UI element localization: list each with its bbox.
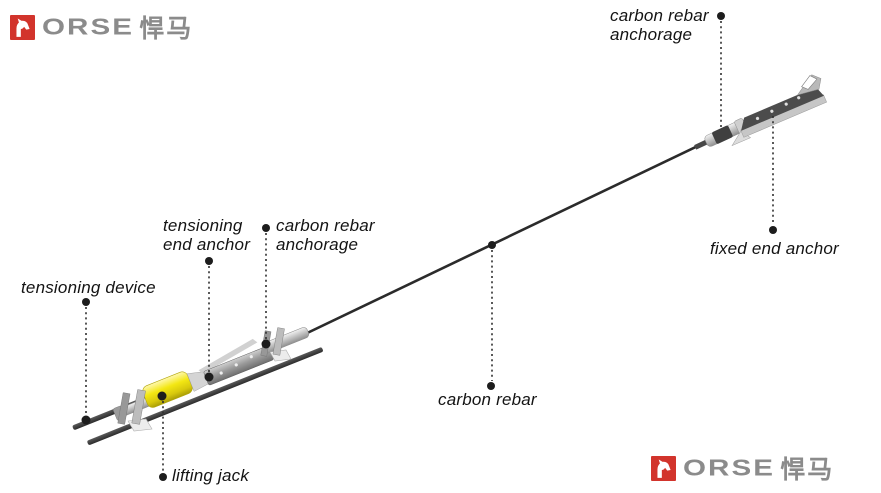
label-line: carbon rebar (276, 216, 375, 235)
label-line: anchorage (610, 25, 693, 44)
horse-head-icon (10, 14, 35, 40)
label-line: anchorage (276, 235, 359, 254)
rail-lower (87, 347, 323, 445)
label-tensioning-end-anchor: tensioning end anchor (163, 216, 250, 254)
label-line: tensioning (163, 216, 243, 235)
leader-carbon-rebar-anchorage-top (717, 12, 725, 129)
leader-carbon-rebar (487, 241, 496, 390)
label-carbon-rebar: carbon rebar (438, 390, 537, 409)
horse-head-icon (651, 455, 676, 481)
carbon-rebar-rod (254, 119, 751, 360)
bolt-dot (249, 355, 253, 359)
label-line: carbon rebar (610, 6, 709, 25)
label-lifting-jack: lifting jack (172, 466, 250, 485)
bolt-dot (797, 96, 801, 100)
cross-support-left (117, 389, 153, 432)
anchor-top-face (741, 87, 824, 131)
bolt-dot (755, 116, 760, 121)
leader-carbon-rebar-anchorage-left (261, 224, 271, 349)
brand-logo-bottom-right: ORSE 悍马 (651, 454, 834, 484)
leader-tensioning-device (81, 298, 91, 425)
pull-rod (198, 338, 258, 374)
anchor-upturn-window (801, 75, 818, 90)
bolt-dot (784, 102, 788, 106)
brand-logo-text: ORSE (42, 13, 134, 40)
leader-tensioning-end-anchor (204, 257, 214, 382)
brand-logo-top-left: ORSE 悍马 (10, 13, 193, 43)
tensioning-device-assembly (72, 327, 323, 445)
cross-support-right (260, 327, 292, 362)
label-line: end anchor (163, 235, 251, 254)
brand-logo-chinese: 悍马 (139, 14, 194, 43)
brand-logo-text: ORSE (683, 454, 775, 481)
brand-logo-chinese: 悍马 (780, 455, 835, 484)
bolt-dot (219, 371, 223, 375)
bolt-dot (770, 109, 774, 113)
bolt-dot (234, 363, 238, 367)
label-carbon-rebar-anchorage-top: carbon rebar anchorage (610, 6, 709, 44)
label-tensioning-device: tensioning device (21, 278, 156, 297)
label-fixed-end-anchor: fixed end anchor (710, 239, 839, 258)
leader-fixed-end-anchor (769, 116, 777, 234)
leader-lifting-jack (157, 391, 167, 481)
fixed-end-anchor-plate (731, 74, 827, 147)
label-carbon-rebar-anchorage-left: carbon rebar anchorage (276, 216, 375, 254)
